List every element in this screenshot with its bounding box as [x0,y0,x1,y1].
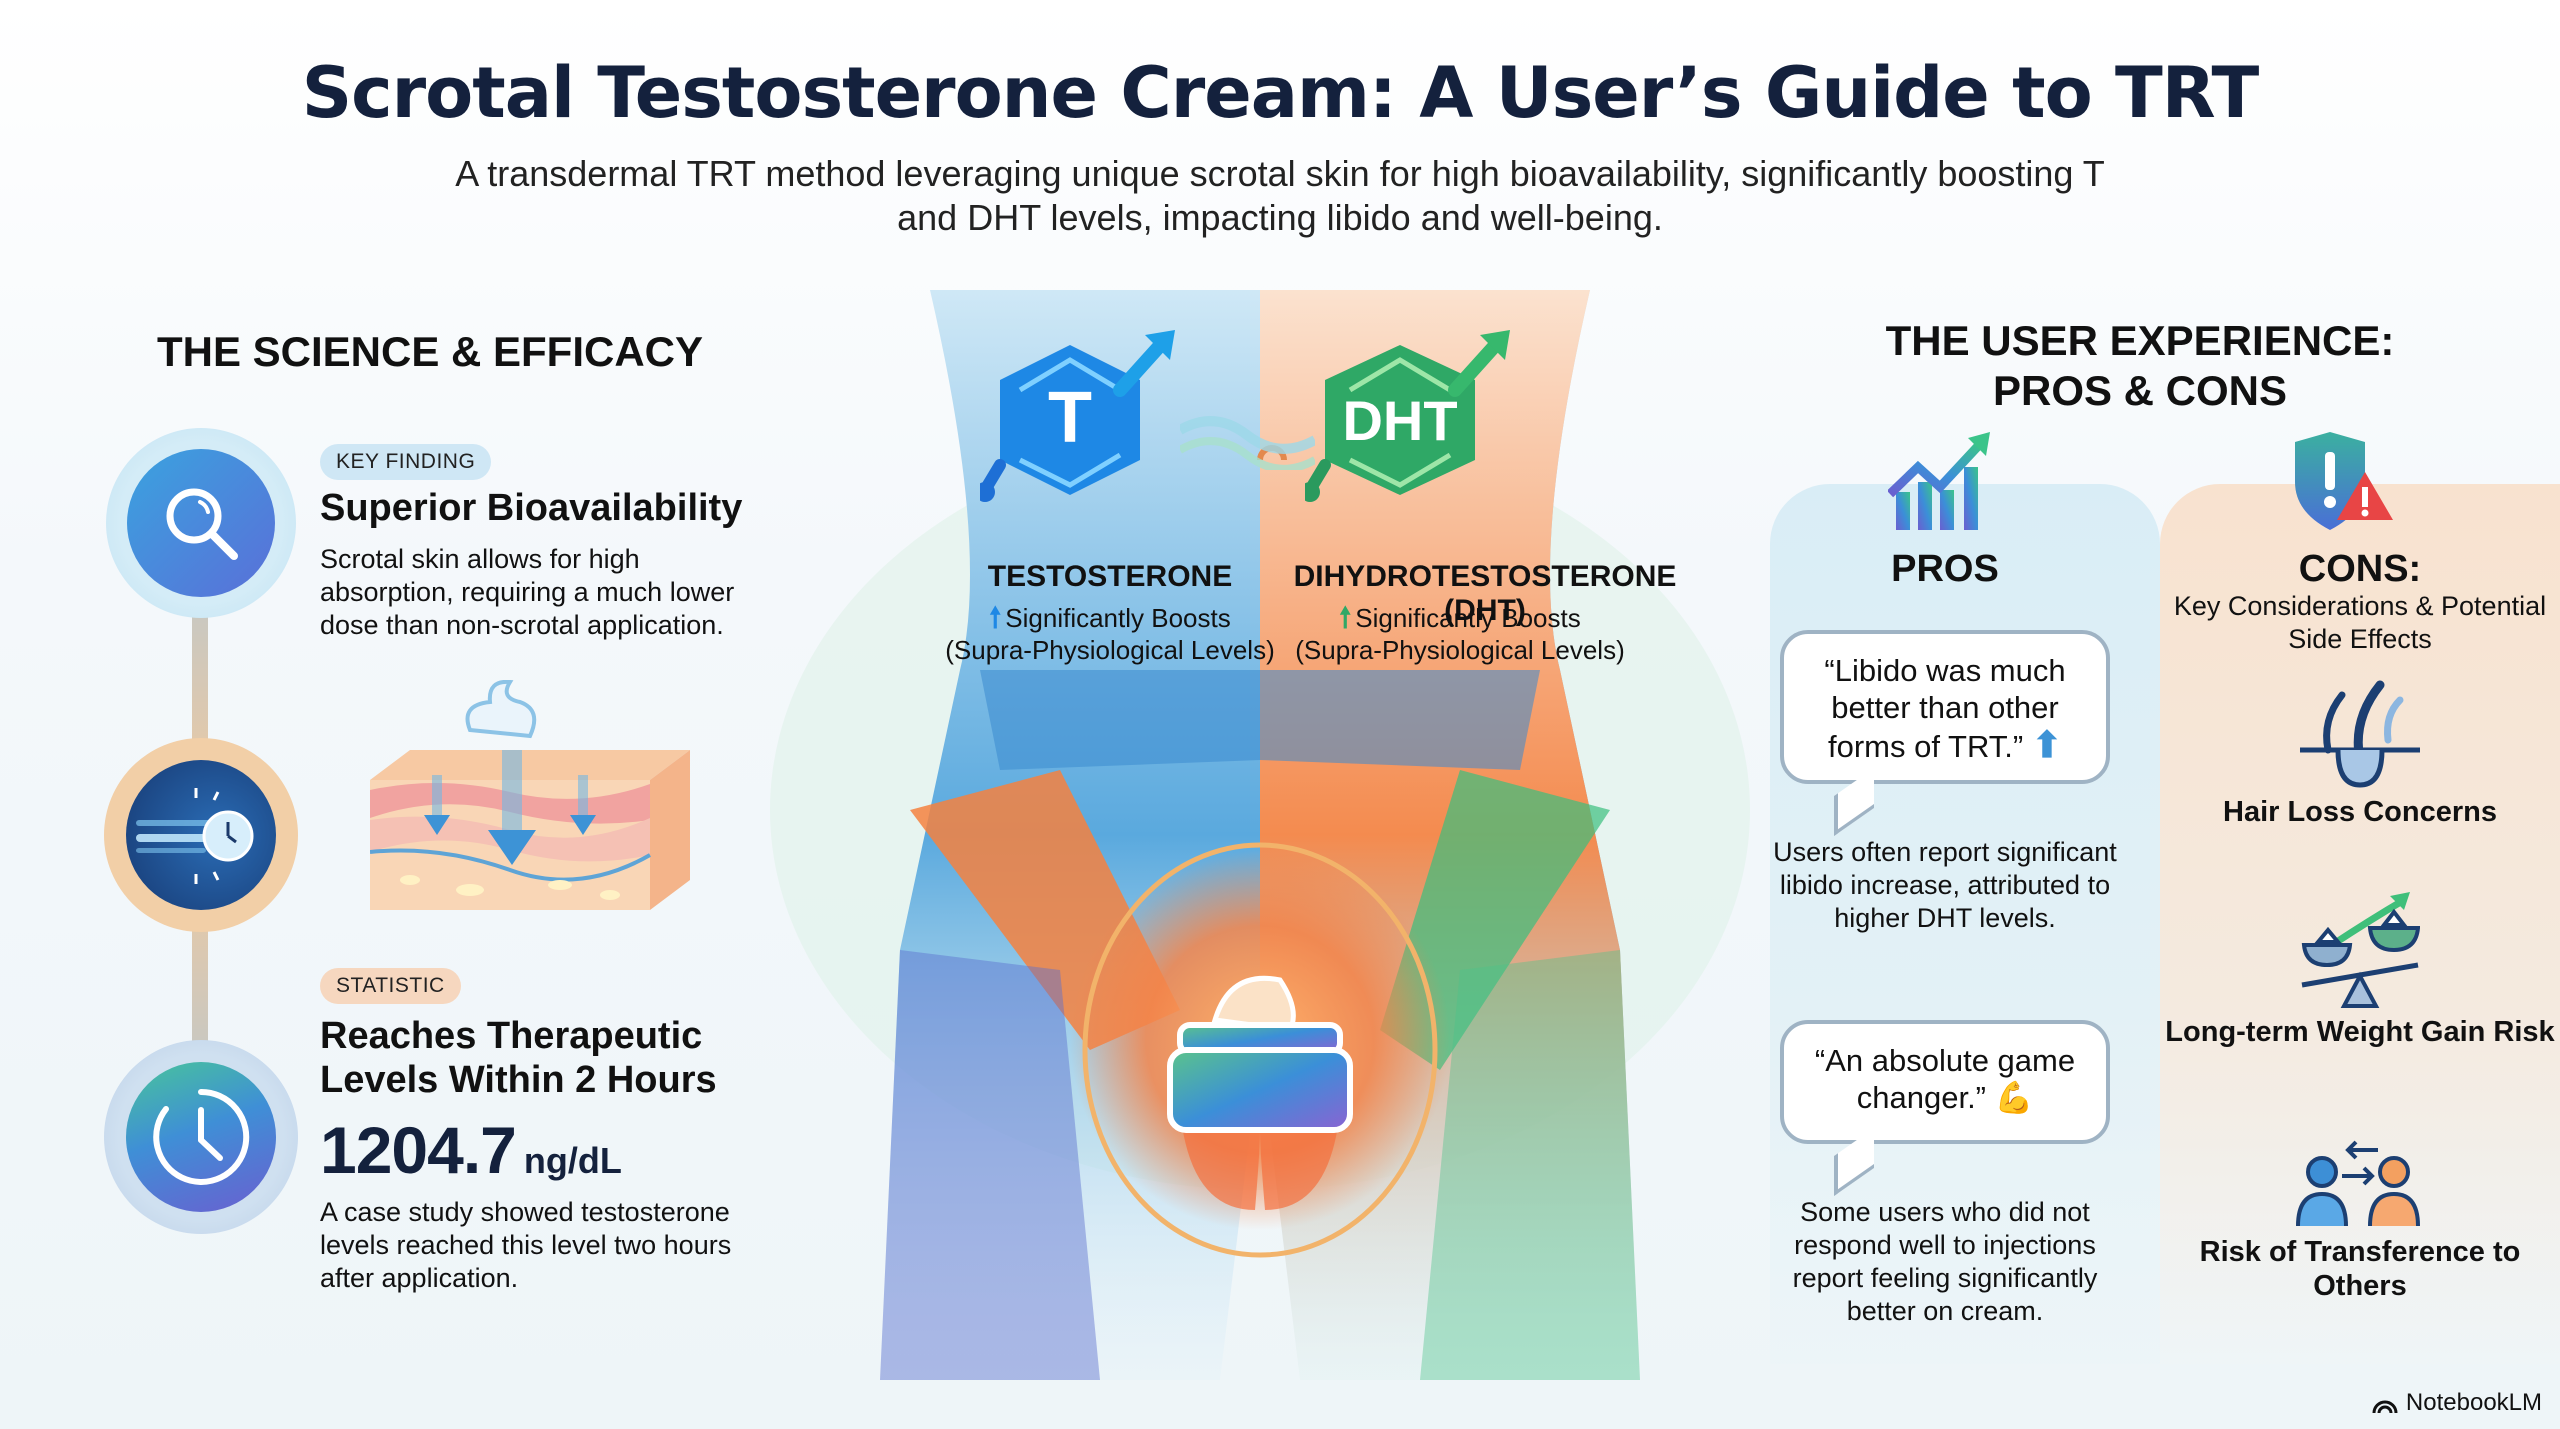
statistic-text: A case study showed testosterone levels … [320,1197,732,1293]
pros-description: Some users who did not respond well to i… [1792,1197,2098,1326]
cons-subtitle: Key Considerations & Potential Side Effe… [2173,591,2547,654]
con-item: Risk of Transference to Others [2160,1140,2560,1303]
statistic-title: Reaches Therapeutic Levels Within 2 Hour… [320,1015,717,1101]
arrow-up-icon: 🠕 [989,602,1002,633]
key-finding-badge: KEY FINDING [320,444,492,480]
pros-description: Users often report significant libido in… [1773,837,2117,933]
scale-icon [2301,892,2421,1008]
key-finding-title: Superior Bioavailability [320,487,743,529]
statistic-badge: STATISTIC [320,968,461,1004]
key-finding-text: Scrotal skin allows for high absorption,… [320,544,735,640]
testosterone-label: TESTOSTERONE [987,560,1233,593]
flexed-biceps-icon: 💪 [1994,1080,2034,1115]
testosterone-effect: 🠕Significantly Boosts (Supra-Physiologic… [945,602,1275,665]
skin-absorption-icon [369,679,690,920]
page-subtitle: A transdermal TRT method leveraging uniq… [455,153,2105,238]
pros-title: PROS [1891,548,1999,590]
transfer-people-icon [2296,1140,2420,1227]
dht-label: DIHYDROTESTOSTERONE (DHT) [1293,560,1677,627]
statistic-node [104,1040,298,1234]
conversion-wave-icon [1180,416,1315,470]
absorption-node [104,738,298,932]
notebooklm-brand: NotebookLM [2372,1389,2542,1417]
con-item: Hair Loss Concerns [2160,680,2560,829]
testosterone-symbol: T [1048,378,1092,458]
science-heading: THE SCIENCE & EFFICACY [156,328,704,375]
growth-chart-icon [1888,432,1990,530]
key-finding-node [106,428,296,618]
arrow-up-icon: 🠕 [1339,602,1352,633]
con-label: Risk of Transference to Others [2199,1236,2521,1302]
testosterone-molecule-icon: T [975,330,1180,520]
quote-bubble: “An absolute game changer.” 💪 [1780,1020,2110,1144]
hair-follicle-icon [2300,680,2420,788]
dht-molecule-icon: DHT [1300,330,1510,520]
arrow-up-icon: ⬆ [2031,724,2062,765]
statistic-number: 1204.7 [320,1113,517,1187]
shield-warning-icon [2295,432,2393,530]
statistic-unit: ng/dL [523,1140,622,1181]
fast-clock-icon [126,760,276,910]
quote-text: “An absolute game changer.” [1814,1043,2076,1115]
con-item: Long-term Weight Gain Risk [2160,890,2560,1049]
experience-heading: THE USER EXPERIENCE: PROS & CONS [1885,317,2395,414]
page-title: Scrotal Testosterone Cream: A User’s Gui… [301,52,2260,134]
notebooklm-logo-icon [2372,1400,2398,1413]
clock-icon [126,1062,276,1212]
dht-effect: 🠕Significantly Boosts (Supra-Physiologic… [1295,602,1625,665]
magnifier-icon [127,449,275,597]
quote-bubble: “Libido was much better than other forms… [1780,630,2110,784]
quote-text: “Libido was much better than other forms… [1824,653,2066,764]
cons-title: CONS: [2298,548,2422,590]
dht-symbol: DHT [1342,389,1457,452]
con-label: Long-term Weight Gain Risk [2165,1016,2555,1048]
con-label: Hair Loss Concerns [2223,796,2497,828]
body-illustration [760,250,1760,1380]
